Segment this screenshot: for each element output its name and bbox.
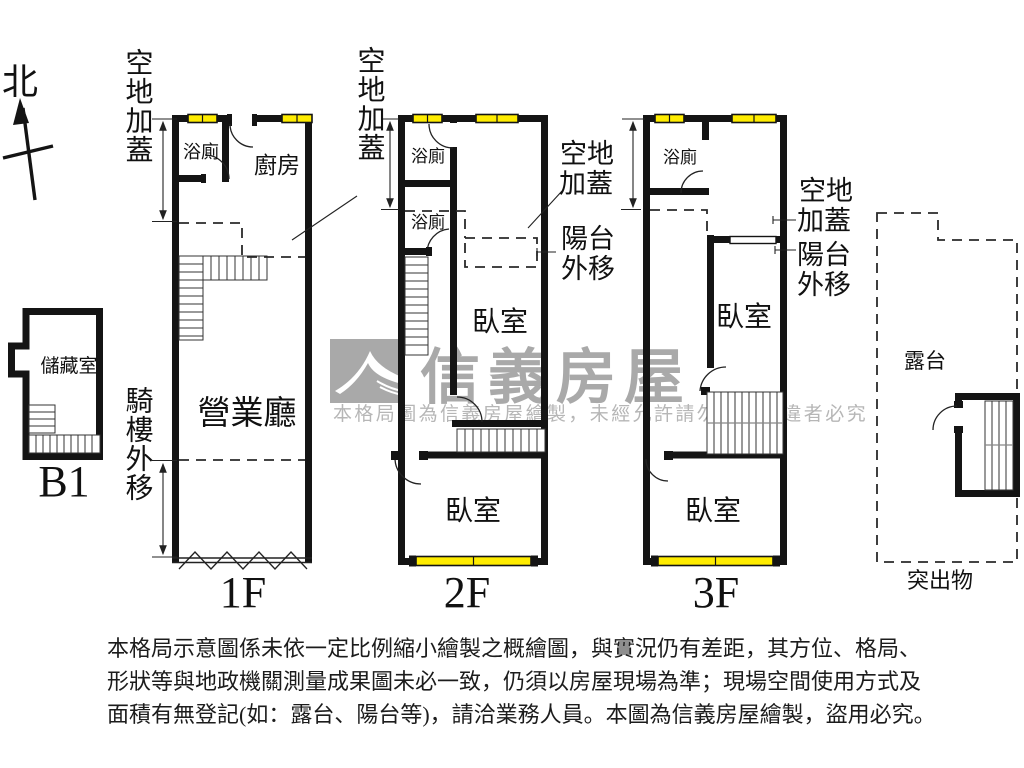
disclaimer-line-3: 面積有無登記(如：露台、陽台等)，請洽業務人員。本圖為信義房屋繪製，盜用必究。 (107, 702, 936, 727)
f1-bath-walls (172, 115, 229, 182)
f3-floor-name: 3F (693, 568, 739, 617)
compass-north: 北 (2, 62, 54, 201)
f2-bath-lower-door-jamb (426, 247, 432, 256)
f1-kitchen-label: 廚房 (254, 153, 300, 178)
plan-3f: 浴廁 臥室 臥室 3F (621, 113, 787, 617)
b1-floor-name: B1 (38, 457, 89, 506)
f3-bed-upper-label: 臥室 (716, 301, 772, 333)
f3-bath-door-arc (680, 170, 704, 194)
f1-storefront-line (172, 557, 312, 564)
leader-rightvacant-to-3f (772, 216, 796, 224)
roof-room-door-arc (932, 405, 958, 431)
f3-vacant-boundary-dash (650, 209, 708, 235)
f1-vacant-cover-label: 空地加蓋 (122, 48, 154, 164)
plan-1f: 空地加蓋 騎樓外移 浴廁 廚房 營業廳 1F (122, 48, 313, 617)
leader-midbalcony-to-2f (536, 248, 556, 256)
f2-bottom-window-cap-right (531, 555, 538, 567)
f3-bath-label: 浴廁 (663, 147, 697, 167)
right-vacant-label-line2: 加蓋 (797, 206, 851, 236)
plan-roof: 露台 突出物 (876, 212, 1020, 593)
f1-top-door-jamb-left (227, 114, 232, 126)
f1-bath-door-arc (204, 154, 230, 180)
f1-stairs (178, 255, 268, 341)
f2-bed-lower-door-jamb-left (391, 451, 398, 460)
f2-bed-lower-door-jamb-right (419, 451, 428, 460)
disclaimer: 本格局示意圖係未依一定比例縮小繪製之概繪圖，與實況仍有差距，其方位、格局、 形狀… (107, 636, 936, 727)
f3-bed-lower-label: 臥室 (685, 495, 741, 527)
leader-rightbalcony-to-3f (774, 246, 796, 254)
f3-bottom-window-cap-right (773, 555, 780, 567)
compass-crossbar (2, 144, 54, 160)
f2-interior-walls (398, 115, 548, 459)
roof-room-door-jamb-top (954, 401, 963, 408)
plan-2f: 空地加蓋 浴廁 浴廁 臥室 臥室 2F (354, 46, 548, 617)
b1-outer-walls (8, 308, 103, 460)
leader-midvacant-to-2f (527, 190, 563, 229)
f1-arcade-shift-label: 騎樓外移 (122, 386, 154, 502)
f2-floor-name: 2F (444, 568, 490, 617)
leader-midvacant-to-1f (291, 195, 358, 241)
b1-stairs (28, 404, 101, 454)
f3-stair-door-jamb (701, 387, 710, 395)
watermark-brand-text: 信義房屋 (420, 345, 692, 411)
f3-bed-lower-door-jamb (664, 451, 673, 460)
f3-interior-window (729, 235, 777, 245)
disclaimer-line-2: 形狀等與地政機關測量成果圖未必一致，仍須以房屋現場為準；現場空間使用方式及 (107, 669, 921, 694)
f3-vacant-dimension (621, 118, 645, 211)
f2-bed-lower-door-arc (394, 457, 422, 485)
f2-bed-lower-label: 臥室 (445, 495, 501, 527)
watermark-notice-text: 本格局圖為信義房屋繪製，未經允許請勿盜用，違者必究 (333, 403, 868, 425)
f2-vacant-dimension (381, 118, 399, 211)
terrace-label: 露台 (904, 349, 946, 373)
f3-stairs (706, 391, 784, 455)
f3-bed-upper-door-arc (699, 366, 727, 392)
roof-room-door-jamb-bottom (954, 426, 963, 433)
f1-bath-label: 浴廁 (183, 141, 219, 162)
f1-rolling-door-zigzag (178, 551, 308, 570)
f1-outer-walls (172, 115, 312, 563)
f2-vacant-cover-label: 空地加蓋 (354, 46, 386, 162)
f2-bath-lower-label: 浴廁 (411, 212, 445, 232)
f1-top-door-arc (229, 123, 254, 148)
f2-stairs (404, 256, 546, 453)
f1-vacant-dimension (152, 118, 177, 223)
mid-callouts: 空地 加蓋 陽台 外移 (527, 139, 615, 284)
mid-balcony-label-line1: 陽台 (561, 224, 615, 254)
f1-floor-name: 1F (220, 568, 266, 617)
f2-balcony-dash-rect (464, 237, 538, 268)
f3-bottom-window-cap-left (651, 555, 658, 567)
f1-arcade-dimension (152, 459, 177, 558)
f3-interior-walls (643, 115, 787, 459)
protrusion-label: 突出物 (907, 568, 973, 593)
f2-bottom-window-cap-left (409, 555, 416, 567)
right-balcony-label-line2: 外移 (797, 270, 851, 300)
compass-arrowhead-icon (13, 98, 29, 125)
right-balcony-label-line1: 陽台 (797, 240, 851, 270)
mid-vacant-label-line1: 空地 (560, 139, 614, 169)
mid-vacant-label-line2: 加蓋 (559, 169, 613, 199)
f1-bath-door-jamb (201, 174, 206, 183)
right-callouts: 空地 加蓋 陽台 外移 (772, 176, 853, 300)
f3-bed-lower-door-arc (645, 458, 669, 482)
terrace-dashed-outline (876, 212, 1018, 563)
f2-bath-upper-label: 浴廁 (411, 146, 445, 166)
b1-storage-label: 儲藏室 (40, 355, 97, 377)
roof-stair-room (932, 393, 1020, 497)
f1-vacant-boundary-dash (179, 222, 305, 258)
north-label: 北 (2, 62, 38, 102)
brand-logo-glyph (335, 351, 402, 394)
disclaimer-line-1: 本格局示意圖係未依一定比例縮小繪製之概繪圖，與實況仍有差距，其方位、格局、 (107, 636, 921, 661)
f2-bed-upper-door-arc (456, 396, 483, 423)
f1-top-door-jamb-right (252, 114, 257, 126)
f2-bath-upper-door-arc (428, 123, 454, 149)
f2-bed-upper-label: 臥室 (472, 306, 528, 338)
mid-balcony-label-line2: 外移 (561, 254, 615, 284)
f2-vacant-boundary-dash (405, 210, 466, 238)
f1-hall-label: 營業廳 (198, 395, 297, 432)
right-vacant-label-line1: 空地 (799, 176, 853, 206)
plan-b1: 儲藏室 B1 (8, 308, 103, 506)
